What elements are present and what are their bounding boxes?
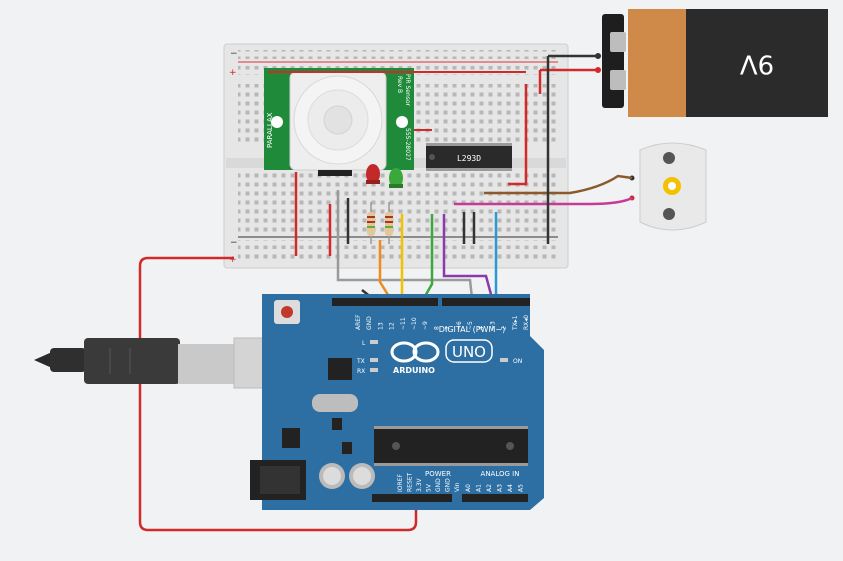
led-red[interactable] (366, 164, 380, 184)
power-pin-label: RESET (407, 472, 414, 492)
signal-wires[interactable] (336, 190, 498, 299)
digital-pin-label: TX▸1 (512, 315, 519, 331)
power-header[interactable] (372, 494, 452, 502)
led-on-label: ON (513, 358, 522, 365)
power-pin-label: GND (445, 478, 452, 492)
digital-pin-label: ~10 (411, 317, 418, 330)
motor-wire-brown[interactable] (484, 174, 633, 195)
digital-pin-label: ~6 (456, 321, 463, 330)
analog-pin-label: A3 (497, 484, 504, 492)
pir-part-number: 555-28027 (404, 128, 411, 161)
bottom-rail-minus[interactable] (238, 240, 558, 249)
digital-pin-label: ~9 (422, 321, 429, 330)
led-rx-label: RX (357, 368, 365, 375)
analog-header[interactable] (462, 494, 528, 502)
arduino-brand: ARDUINO (393, 366, 435, 375)
digital-header-label: DIGITAL (PWM~) (439, 325, 505, 334)
top-rail-minus[interactable] (238, 50, 558, 59)
digital-pin-label: RX◂0 (523, 315, 530, 330)
pir-sensor[interactable]: PARALLAX PIR Sensor Rev B 555-28027 (264, 68, 414, 176)
digital-pin-label: 7 (445, 326, 452, 330)
digital-pin-label: 13 (377, 322, 384, 330)
led-tx-label: TX (356, 358, 365, 365)
analog-header-label: ANALOG IN (481, 470, 520, 478)
chip-label: L293D (457, 154, 481, 163)
usb-cable[interactable] (34, 337, 303, 389)
board-name: UNO (452, 343, 486, 361)
digital-pin-label: 8 (433, 326, 440, 330)
battery-9v[interactable]: 9V (602, 9, 828, 117)
dc-motor[interactable] (629, 142, 707, 231)
digital-pin-label: 12 (389, 322, 396, 330)
crystal (312, 394, 358, 412)
analog-pin-label: A4 (507, 484, 514, 492)
power-header-label: POWER (425, 470, 451, 478)
power-pin-label: 5V (426, 483, 433, 492)
battery-label: 9V (740, 49, 775, 79)
digital-pin-label: ~3 (489, 321, 496, 330)
rail-label-minus: − (230, 49, 238, 59)
power-pin-label: 3.3V (416, 477, 423, 492)
digital-pin-label: 4 (478, 326, 485, 330)
pir-brand: PARALLAX (266, 112, 274, 148)
arduino-logo-icon (390, 341, 440, 363)
motor-wire-magenta[interactable] (454, 196, 633, 206)
led-green[interactable] (389, 168, 403, 188)
bottom-rail-plus[interactable] (238, 254, 558, 263)
digital-pin-label: 2 (501, 326, 508, 330)
digital-pin-label: AREF (355, 314, 362, 330)
resistor-2[interactable] (385, 202, 393, 244)
breadboard-wires[interactable] (268, 56, 550, 256)
led-l-label: L (362, 340, 366, 347)
analog-pin-label: A0 (465, 484, 472, 492)
power-pin-label: GND (435, 478, 442, 492)
power-pin-label: Vin (454, 482, 461, 492)
digital-header-left[interactable] (332, 298, 438, 306)
pir-revision: Rev B (396, 76, 403, 93)
rail-label-plus-bottom: + (229, 255, 237, 265)
resistor-1[interactable] (367, 202, 375, 244)
digital-pin-label: ~5 (467, 321, 474, 330)
analog-pin-label: A1 (476, 484, 483, 492)
analog-pin-label: A5 (518, 484, 525, 492)
rail-label-minus-bottom: − (230, 238, 238, 248)
power-wire-5v[interactable] (138, 256, 418, 532)
arduino-uno[interactable]: AREF GND 13 12 ~11 ~10 ~9 8 7 ~6 ~5 4 ~3 2 TX▸1 RX◂0 DI… (250, 294, 544, 510)
pir-title: PIR Sensor (404, 74, 411, 107)
power-pin-label: IOREF (397, 474, 404, 492)
digital-pin-label: GND (366, 316, 373, 330)
digital-header-right[interactable] (442, 298, 530, 306)
digital-pin-label: ~11 (400, 317, 407, 330)
analog-pin-label: A2 (486, 484, 493, 492)
rail-label-plus: + (229, 68, 237, 78)
l293d-chip[interactable]: L293D (426, 143, 512, 171)
